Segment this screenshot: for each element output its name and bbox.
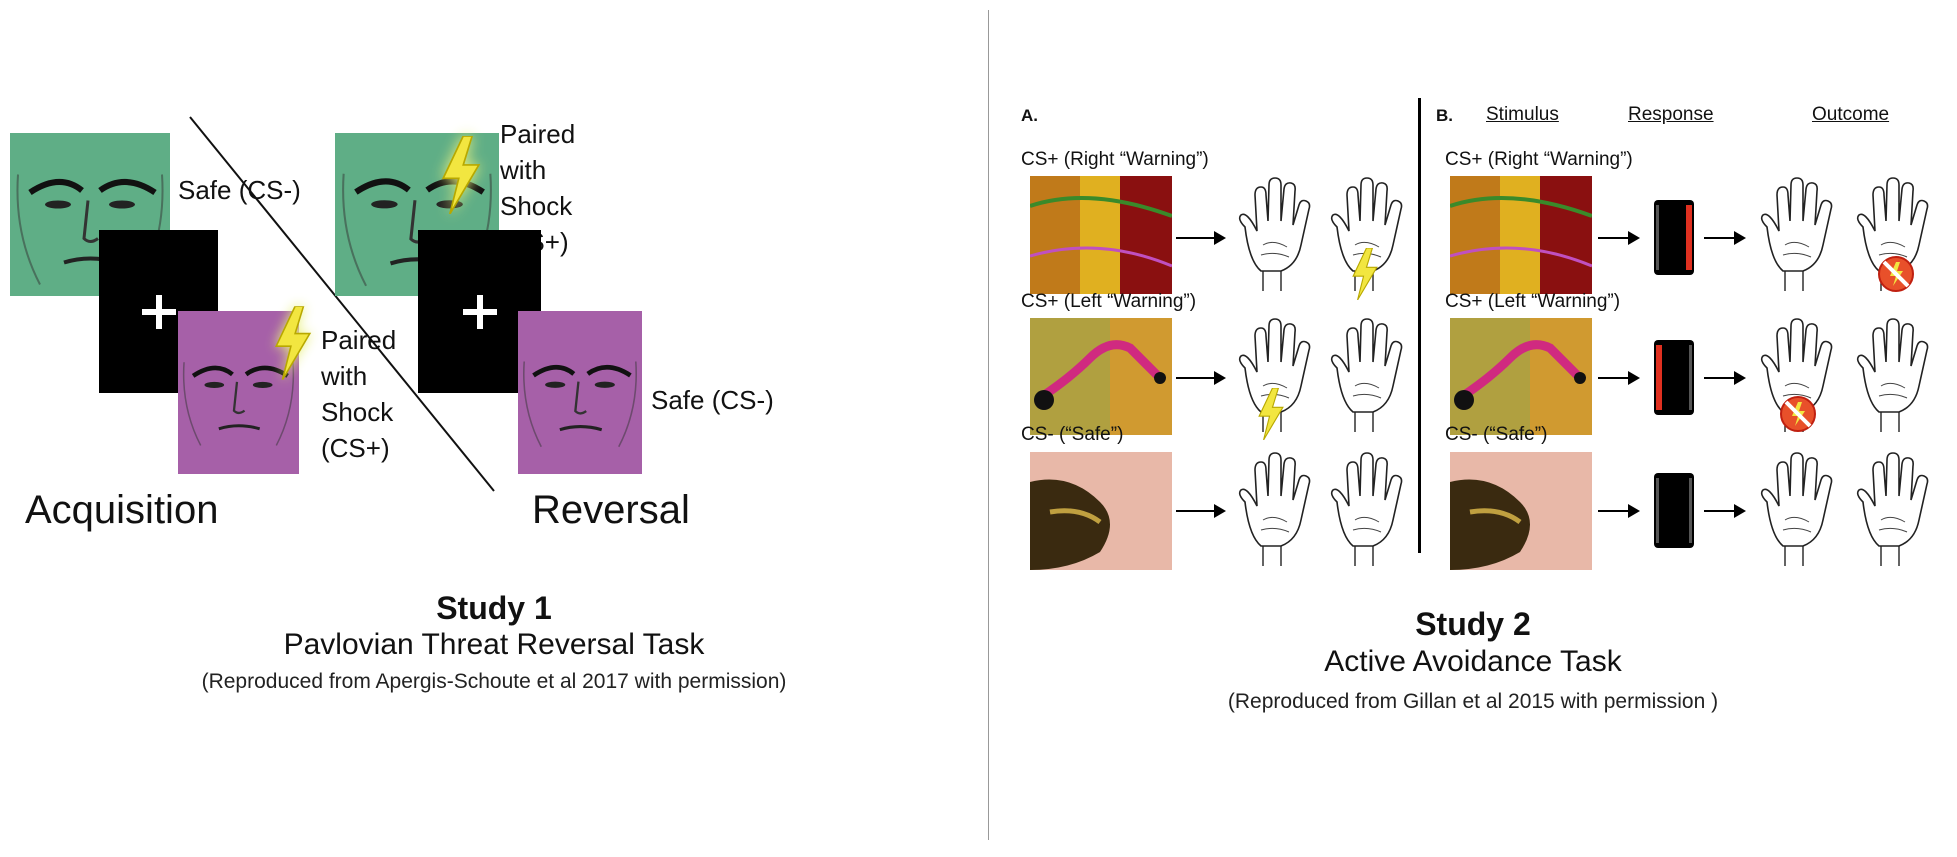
safe-label-bottom: Safe (CS-) — [651, 385, 774, 415]
panel-b-label: B. — [1436, 106, 1453, 125]
hand-icon — [1848, 316, 1940, 436]
study1-subtitle: Pavlovian Threat Reversal Task — [283, 628, 705, 661]
hand-icon — [1752, 450, 1844, 570]
arrow-b1-stim — [1598, 231, 1640, 245]
arrow-a3 — [1176, 504, 1226, 518]
study2-citation: (Reproduced from Gillan et al 2015 with … — [1227, 690, 1719, 713]
stimulus-fractal-safe — [1030, 452, 1172, 570]
purple-face-image-left — [178, 311, 299, 474]
paired-with-shock-label-bottom: Paired with Shock (CS+) — [321, 325, 397, 463]
arrow-b1-resp — [1704, 231, 1746, 245]
b-row1-label: CS+ (Right “Warning”) — [1445, 149, 1633, 170]
hand-icon — [1230, 450, 1322, 570]
hand-icon — [1322, 316, 1414, 436]
hand-icon — [1322, 450, 1414, 570]
diagonal-separator — [189, 116, 495, 492]
fixation-cross-icon — [462, 294, 497, 329]
b-row3-label: CS- (“Safe”) — [1445, 424, 1548, 445]
stimulus-fractal-left-warning — [1030, 318, 1172, 435]
shock-bolt-icon — [438, 136, 484, 214]
a-row3-label: CS- (“Safe”) — [1021, 424, 1124, 445]
reversal-label: Reversal — [532, 488, 690, 532]
stimulus-fractal-safe — [1450, 452, 1592, 570]
acquisition-label: Acquisition — [25, 488, 219, 532]
response-button-left-icon — [1654, 340, 1694, 415]
arrow-b2-stim — [1598, 371, 1640, 385]
hand-icon — [1752, 175, 1844, 295]
column-stimulus: Stimulus — [1486, 104, 1559, 125]
column-outcome: Outcome — [1812, 104, 1890, 125]
study2-title: Study 2 — [1415, 606, 1531, 642]
column-response: Response — [1628, 104, 1714, 125]
stimulus-fractal-left-warning — [1450, 318, 1592, 435]
arrow-b2-resp — [1704, 371, 1746, 385]
a-row1-label: CS+ (Right “Warning”) — [1021, 149, 1209, 170]
panel-a-label: A. — [1021, 106, 1038, 125]
face-drawing — [518, 311, 642, 474]
stimulus-fractal-right-warning — [1030, 176, 1172, 294]
hand-icon — [1230, 175, 1322, 295]
study1-citation: (Reproduced from Apergis-Schoute et al 2… — [201, 670, 787, 693]
shock-bolt-icon — [1350, 248, 1380, 300]
b-row2-label: CS+ (Left “Warning”) — [1445, 291, 1621, 312]
arrow-b3-resp — [1704, 504, 1746, 518]
hand-icon — [1848, 450, 1940, 570]
study2-subtitle: Active Avoidance Task — [1324, 645, 1622, 678]
no-shock-icon — [1876, 254, 1916, 294]
study1-title: Study 1 — [436, 590, 552, 626]
purple-face-image-right — [518, 311, 642, 474]
arrow-b3-stim — [1598, 504, 1640, 518]
fixation-cross-icon — [141, 294, 176, 329]
panel-divider — [988, 10, 989, 840]
response-button-right-icon — [1654, 200, 1694, 275]
stimulus-fractal-right-warning — [1450, 176, 1592, 294]
no-shock-icon — [1778, 394, 1818, 434]
a-row2-label: CS+ (Left “Warning”) — [1021, 291, 1197, 312]
arrow-a1 — [1176, 231, 1226, 245]
shock-bolt-icon — [1256, 388, 1286, 440]
panel-ab-separator — [1418, 98, 1421, 553]
arrow-a2 — [1176, 371, 1226, 385]
response-button-none-icon — [1654, 473, 1694, 548]
